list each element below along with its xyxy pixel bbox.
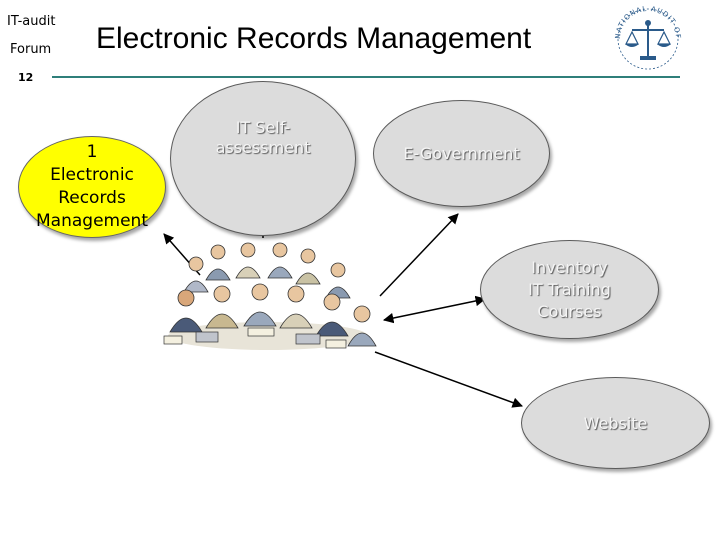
people-meeting-clipart-icon xyxy=(163,242,377,350)
node-it-self-assessment[interactable]: IT Self- assessment xyxy=(170,81,356,236)
node-egovernment-label: E-Government xyxy=(403,144,520,163)
header-rule xyxy=(52,76,680,78)
node-inventory-line1: Inventory xyxy=(531,257,608,277)
node-records-line1: Electronic xyxy=(50,165,134,185)
slide-number: 12 xyxy=(18,71,34,84)
node-website-label: Website xyxy=(583,413,648,433)
arrow-to-website xyxy=(374,351,523,408)
brand-line-1: IT-audit xyxy=(7,14,56,29)
node-records-line3: Management xyxy=(36,211,148,231)
node-self-assessment-line1: IT Self- xyxy=(235,118,291,137)
audit-office-seal-icon: NATIONAL AUDIT OFFICE xyxy=(612,6,681,70)
node-inventory-line2: IT Training xyxy=(528,279,611,299)
node-records-line2: Records xyxy=(58,188,126,208)
node-self-assessment-line2: assessment xyxy=(215,138,311,157)
node-electronic-records[interactable]: 1 Electronic Records Management xyxy=(18,136,166,238)
page-title: Electronic Records Management xyxy=(96,22,532,55)
node-inventory-it-training[interactable]: Inventory IT Training Courses xyxy=(480,240,659,339)
arrow-to-egovernment xyxy=(379,213,459,297)
node-records-number: 1 xyxy=(86,142,98,162)
brand-line-2: Forum xyxy=(10,42,52,57)
node-e-government[interactable]: E-Government xyxy=(373,100,550,207)
arrow-to-inventory xyxy=(382,295,487,324)
node-inventory-line3: Courses xyxy=(537,301,602,321)
node-website[interactable]: Website xyxy=(521,377,710,469)
